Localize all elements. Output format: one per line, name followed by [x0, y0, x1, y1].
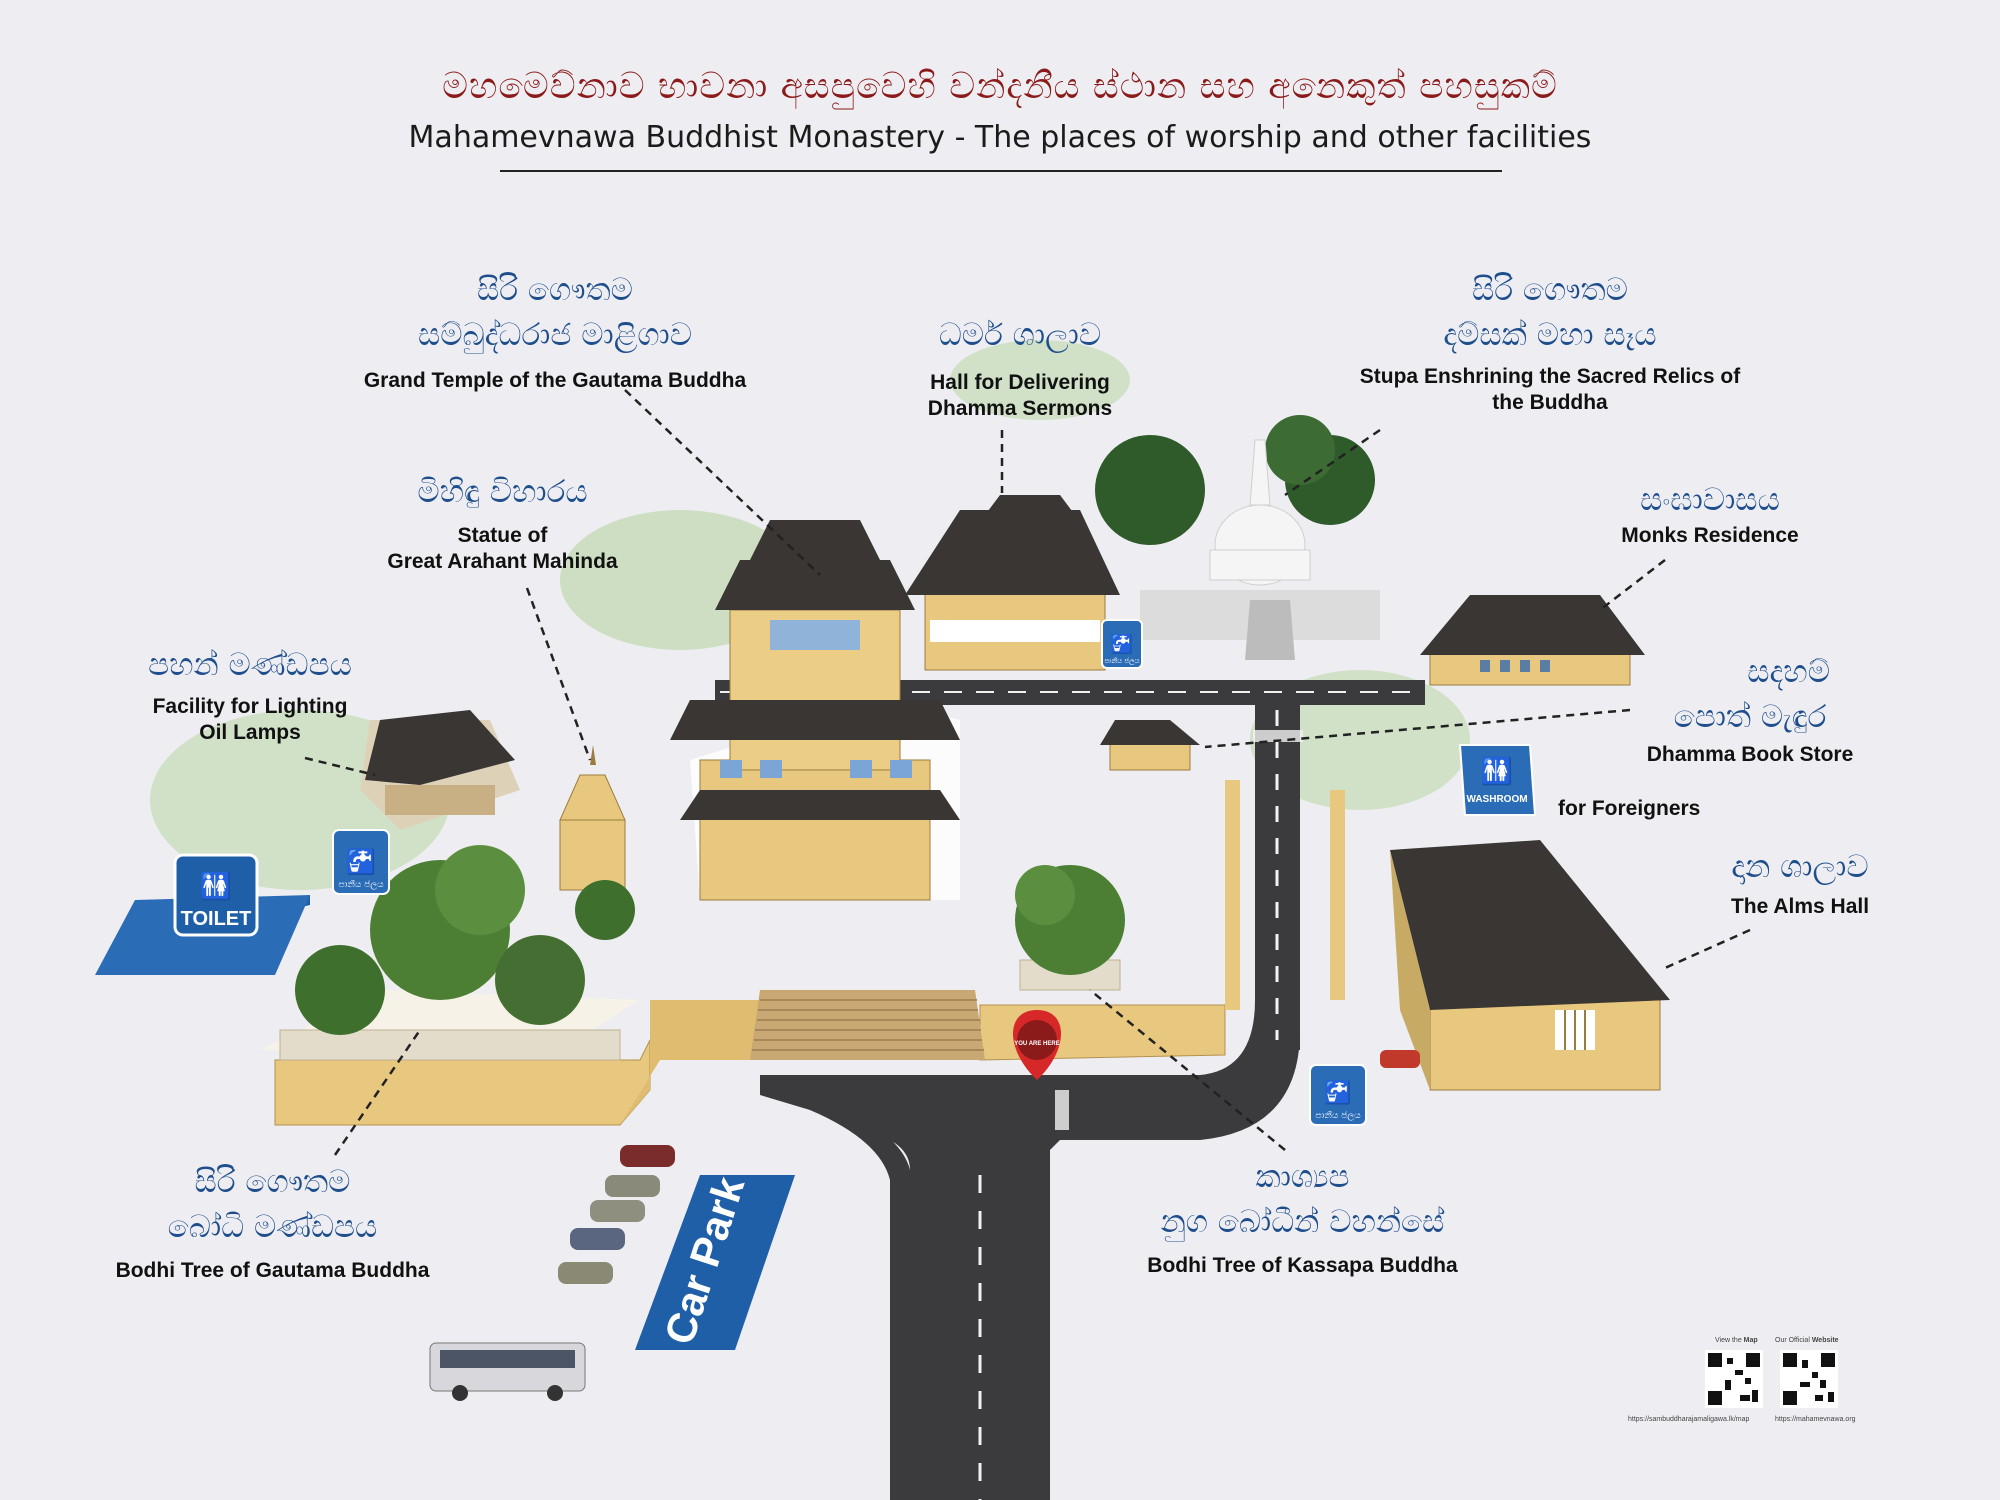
- dhamma-hall-en-1: Hall for Delivering: [930, 371, 1110, 394]
- car-park-sign[interactable]: Car Park: [635, 1170, 795, 1350]
- oil-lamps-si: පහන් මණ්ඩපය: [148, 647, 352, 683]
- label-dhamma-hall: ධර්ම ශාලාව Hall for Delivering Dhamma Se…: [870, 313, 1170, 422]
- label-book-store: සදහම් පොත් මැඳුර Dhamma Book Store: [1620, 650, 1880, 768]
- toilet-people-icon: 🚻: [200, 871, 232, 902]
- alms-hall[interactable]: [1390, 840, 1670, 1091]
- title-english: Mahamevnawa Buddhist Monastery - The pla…: [408, 120, 1592, 155]
- bus: [429, 1342, 586, 1401]
- washroom-people-icon: 🚻: [1481, 756, 1513, 787]
- grand-temple[interactable]: [670, 520, 960, 901]
- you-are-here-label: YOU ARE HERE: [1014, 1041, 1059, 1047]
- parked-cars: [558, 1145, 675, 1284]
- water-sign-hall[interactable]: 🚰 පානීය ජලය: [1101, 619, 1143, 669]
- bodhi-kassapa-si-2: නුග බෝධීන් වහන්සේ: [1160, 1204, 1445, 1240]
- leader-lines: [304, 389, 1751, 1156]
- monks-residence-si: සංඝාවාසය: [1640, 482, 1780, 518]
- mahinda-en-1: Statue of: [457, 524, 548, 547]
- alms-hall-en: The Alms Hall: [1730, 895, 1870, 918]
- label-bodhi-gautama: සිරි ගෞතම බෝධි මණ්ඩපය Bodhi Tree of Gaut…: [90, 1160, 455, 1284]
- for-foreigners-label: for Foreigners: [1558, 797, 1701, 820]
- bodhi-kassapa-si-1: කාශ්‍යප: [1255, 1159, 1350, 1195]
- qr-site-caption-bold: Website: [1811, 1337, 1839, 1344]
- red-car: [1380, 1050, 1420, 1068]
- bodhi-gautama-en: Bodhi Tree of Gautama Buddha: [115, 1259, 430, 1282]
- monks-residence[interactable]: [1420, 595, 1645, 686]
- dhamma-hall-en-2: Dhamma Sermons: [927, 397, 1113, 420]
- water-sign-label: පානීය ජලය: [1104, 657, 1139, 665]
- stupa-en-1: Stupa Enshrining the Sacred Relics of: [1359, 365, 1741, 388]
- water-sign-label: පානීය ජලය: [1315, 1110, 1361, 1121]
- bodhi-kassapa-en: Bodhi Tree of Kassapa Buddha: [1147, 1254, 1458, 1277]
- mahinda-statue[interactable]: [559, 745, 626, 891]
- oil-lamps-en-1: Facility for Lighting: [152, 695, 348, 718]
- qr-map-url[interactable]: https://sambuddharajamaligawa.lk/map: [1628, 1416, 1750, 1423]
- grand-temple-en: Grand Temple of the Gautama Buddha: [363, 369, 747, 392]
- washroom-sign[interactable]: 🚻 WASHROOM: [1458, 744, 1537, 816]
- label-monks-residence: සංඝාවාසය Monks Residence: [1590, 478, 1830, 549]
- label-stupa: සිරි ගෞතම දම්සක් මහා සෑය Stupa Enshrinin…: [1310, 268, 1790, 416]
- tap-icon: 🚰: [346, 848, 376, 876]
- bodhi-tree-kassapa[interactable]: [1015, 865, 1125, 991]
- qr-map-caption: View the Map: [1715, 1337, 1758, 1344]
- oil-lamps-pavilion[interactable]: [360, 710, 520, 830]
- mahinda-en-2: Great Arahant Mahinda: [387, 550, 618, 573]
- water-sign-label: පානීය ජලය: [338, 879, 384, 890]
- label-bodhi-kassapa: කාශ්‍යප නුග බෝධීන් වහන්සේ Bodhi Tree of …: [1120, 1155, 1485, 1279]
- qr-site-caption-pre: Our Official: [1775, 1337, 1812, 1344]
- tap-icon: 🚰: [1324, 1080, 1351, 1106]
- toilet-sign-label: TOILET: [181, 908, 252, 930]
- dhamma-hall-si: ධර්ම ශාලාව: [938, 317, 1102, 353]
- dhamma-hall[interactable]: [905, 495, 1120, 671]
- qr-map-caption-bold: Map: [1743, 1337, 1758, 1344]
- qr-map-caption-pre: View the: [1715, 1337, 1744, 1344]
- qr-site-url[interactable]: https://mahamevnawa.org: [1775, 1416, 1856, 1423]
- stupa-si-1: සිරි ගෞතම: [1472, 272, 1628, 308]
- mahinda-si: මිහිඳු විහාරය: [417, 474, 588, 510]
- water-sign-lamps[interactable]: 🚰 පානීය ජලය: [332, 829, 390, 895]
- bodhi-tree-gautama[interactable]: [279, 845, 635, 1061]
- qr-code-map[interactable]: [1705, 1350, 1763, 1408]
- stupa-en-2: the Buddha: [1492, 391, 1608, 414]
- title-sinhala: මහමෙව්නාව භාවනා අසපුවෙහි වන්දනීය ස්ථාන ස…: [442, 66, 1558, 107]
- qr-code-website[interactable]: [1780, 1350, 1838, 1408]
- qr-site-caption: Our Official Website: [1775, 1337, 1839, 1344]
- book-store-si-2: පොත් මැඳුර: [1673, 699, 1827, 735]
- grand-temple-si-1: සිරි ගෞතම: [477, 272, 633, 308]
- grand-temple-si-2: සම්බුද්ධරාජ මාළිගාව: [417, 317, 693, 353]
- book-store-si-1: සදහම්: [1747, 654, 1830, 690]
- entrance-stairs: [750, 990, 985, 1060]
- bodhi-gautama-si-1: සිරි ගෞතම: [194, 1164, 351, 1200]
- water-sign-road[interactable]: 🚰 පානීය ජලය: [1309, 1064, 1367, 1126]
- alms-hall-si: දාන ශාලාව: [1731, 849, 1869, 885]
- oil-lamps-en-2: Oil Lamps: [199, 721, 301, 744]
- label-grand-temple: සිරි ගෞතම සම්බුද්ධරාජ මාළිගාව Grand Temp…: [320, 268, 790, 394]
- you-are-here-marker[interactable]: YOU ARE HERE: [1013, 1010, 1061, 1080]
- toilet-sign[interactable]: TOILET 🚻: [95, 853, 310, 975]
- label-mahinda: මිහිඳු විහාරය Statue of Great Arahant Ma…: [355, 470, 650, 575]
- stupa-si-2: දම්සක් මහා සෑය: [1443, 317, 1657, 353]
- label-alms-hall: දාන ශාලාව The Alms Hall: [1680, 845, 1920, 920]
- washroom-sign-label: WASHROOM: [1466, 794, 1527, 805]
- book-store-en: Dhamma Book Store: [1646, 743, 1854, 766]
- stupa[interactable]: [1095, 415, 1380, 660]
- label-oil-lamps: පහන් මණ්ඩපය Facility for Lighting Oil La…: [120, 643, 380, 746]
- tap-icon: 🚰: [1111, 633, 1133, 655]
- monks-residence-en: Monks Residence: [1621, 524, 1799, 547]
- book-store-kiosk[interactable]: [1100, 720, 1200, 771]
- title-divider: [500, 170, 1502, 172]
- bodhi-gautama-si-2: බෝධි මණ්ඩපය: [167, 1209, 378, 1245]
